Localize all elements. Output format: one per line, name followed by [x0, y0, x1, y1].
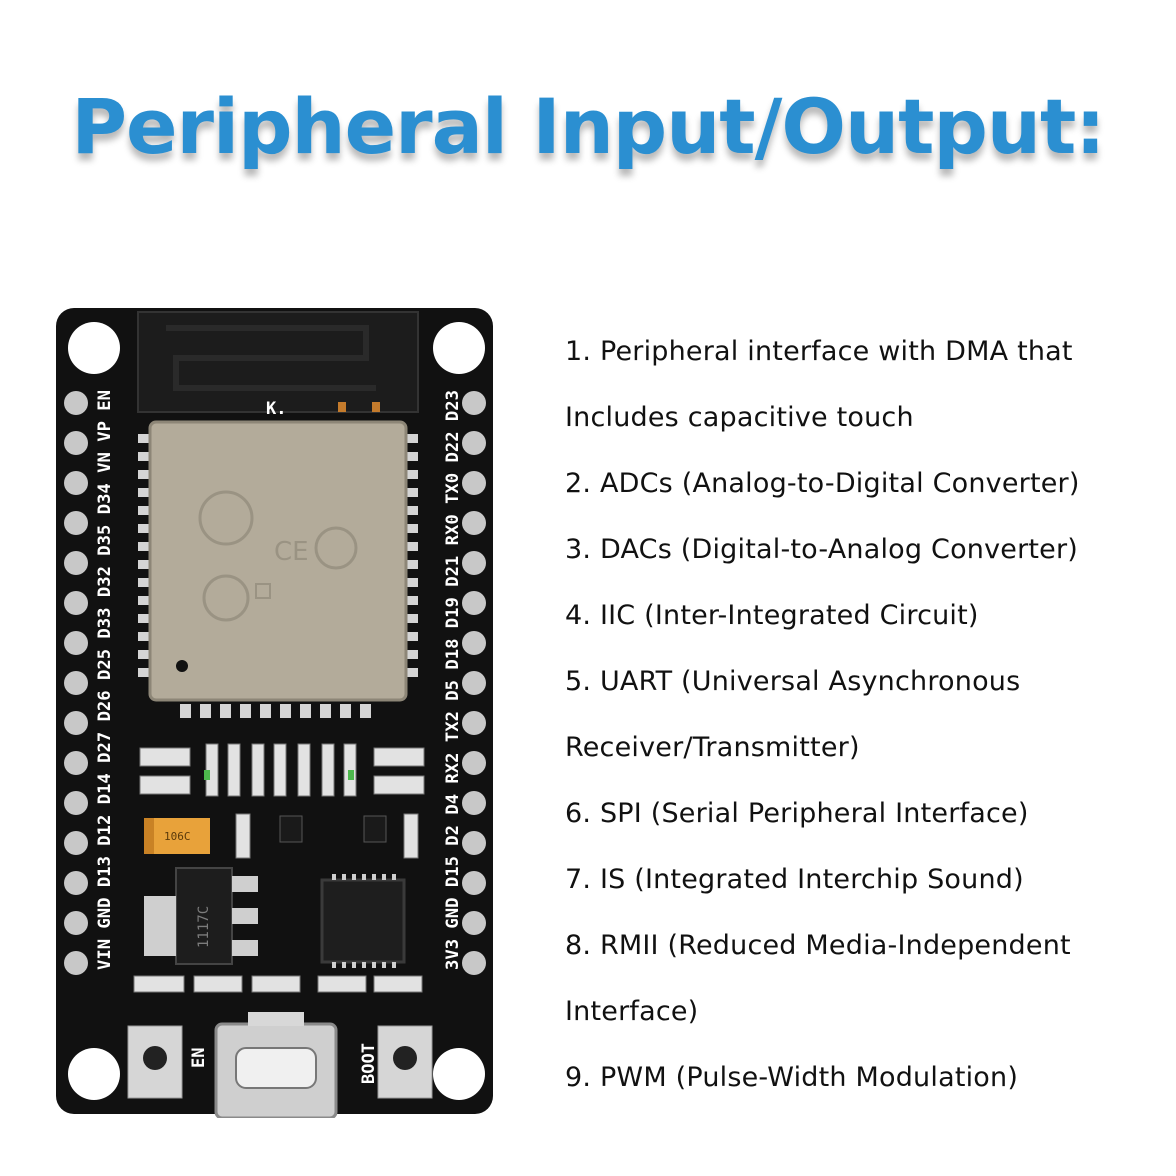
esp32-board-image: K. CE VIN GND D13 D12 D14 D27 D26 D25 D3…: [56, 308, 493, 1118]
usb-uart-chip: [320, 878, 406, 964]
mount-hole-tl: [68, 322, 120, 374]
k-mark: K.: [266, 399, 286, 419]
feature-line: Interface): [565, 996, 699, 1027]
left-pin-labels: VIN GND D13 D12 D14 D27 D26 D25 D33 D32 …: [95, 390, 115, 970]
feature-line: 4. IIC (Inter-Integrated Circuit): [565, 600, 979, 631]
feature-line: 8. RMII (Reduced Media-Independent: [565, 930, 1071, 961]
en-label: EN: [189, 1048, 209, 1068]
regulator-label: 1117C: [196, 906, 212, 948]
right-pin-labels: 3V3 GND D15 D2 D4 RX2 TX2 D5 D18 D19 D21…: [443, 390, 463, 970]
feature-line: 9. PWM (Pulse-Width Modulation): [565, 1062, 1019, 1093]
boot-label: BOOT: [359, 1043, 379, 1084]
module-pads: [138, 434, 418, 718]
metal-shield: [148, 420, 408, 702]
feature-line: 5. UART (Universal Asynchronous: [565, 666, 1021, 697]
right-header-pins: [462, 391, 486, 975]
svg-text:CE: CE: [274, 537, 309, 567]
page-title: Peripheral Input/Output:: [71, 82, 1105, 171]
mount-hole-tr: [433, 322, 485, 374]
left-header-pins: [64, 391, 88, 975]
feature-line: Receiver/Transmitter): [565, 732, 860, 763]
smd-components: [133, 743, 425, 993]
mount-hole-br: [433, 1048, 485, 1100]
feature-line: 2. ADCs (Analog-to-Digital Converter): [565, 468, 1080, 499]
cap-label: 106C: [164, 830, 191, 843]
feature-line: 7. IS (Integrated Interchip Sound): [565, 864, 1024, 895]
feature-line: 1. Peripheral interface with DMA that: [565, 336, 1073, 367]
feature-line: 6. SPI (Serial Peripheral Interface): [565, 798, 1029, 829]
feature-line: Includes capacitive touch: [565, 402, 914, 433]
feature-line: 3. DACs (Digital-to-Analog Converter): [565, 534, 1079, 565]
tantalum-capacitor: [144, 818, 210, 854]
feature-list: 1. Peripheral interface with DMA that In…: [565, 325, 1165, 1117]
mount-hole-bl: [68, 1048, 120, 1100]
